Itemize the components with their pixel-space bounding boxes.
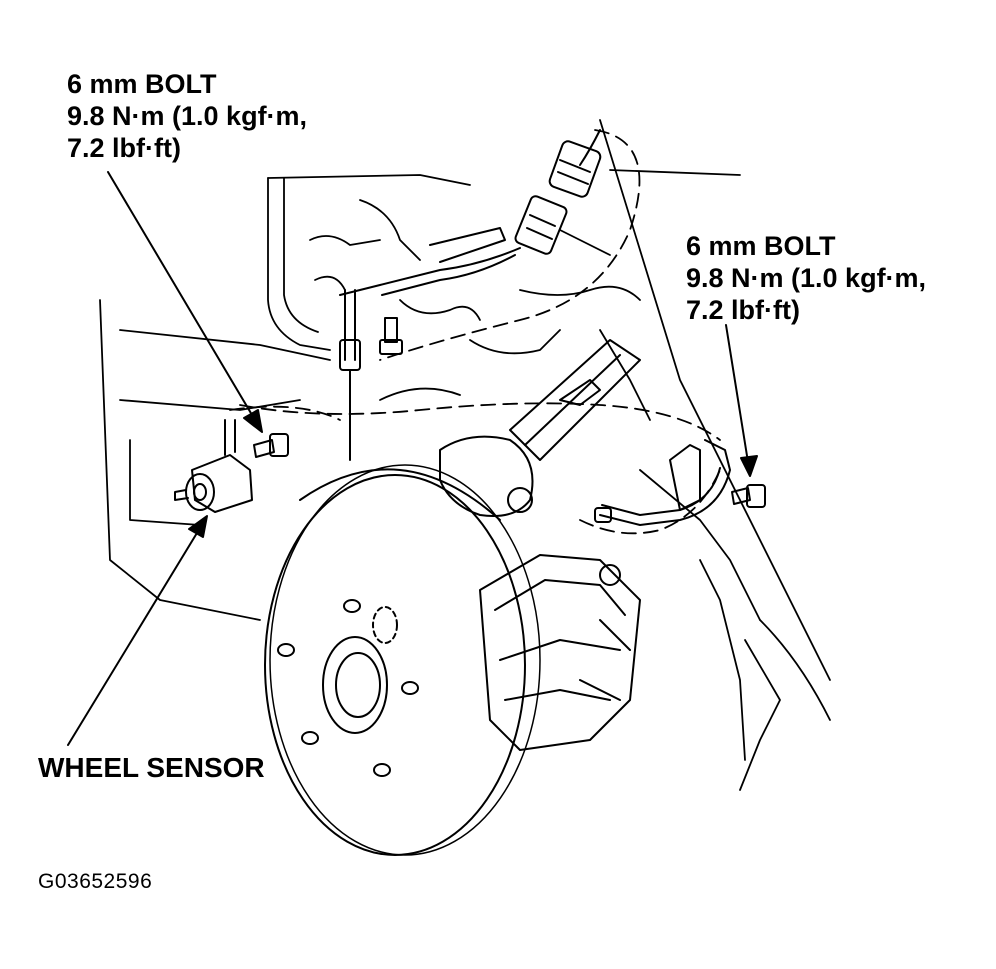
left-bolt-torque: 9.8 N·m (1.0 kgf·m, [67, 101, 308, 131]
brake-disc-icon [264, 464, 541, 856]
right-bolt-icon [731, 484, 766, 508]
right-bolt-torque: 9.8 N·m (1.0 kgf·m, [686, 263, 927, 293]
brake-caliper-icon [479, 554, 641, 751]
left-bolt-icon [253, 433, 289, 458]
leader-arrows [67, 171, 758, 746]
right-bolt-size: 6 mm BOLT [686, 231, 836, 261]
sensor-harness [339, 129, 602, 461]
harness-routing-dashed [229, 129, 721, 535]
right-bracket-icon [594, 439, 731, 526]
knuckle-icon [439, 435, 534, 517]
suspension-arm [509, 339, 641, 461]
wheel-sensor-icon [174, 419, 253, 513]
left-bolt-torque-imperial: 7.2 lbf·ft) [67, 133, 181, 163]
figure-id: G03652596 [38, 870, 153, 893]
wheel-sensor-label: WHEEL SENSOR [38, 752, 265, 783]
left-bolt-torque-callout: 6 mm BOLT 9.8 N·m (1.0 kgf·m, 7.2 lbf·ft… [67, 68, 307, 164]
chassis-outline [99, 119, 831, 791]
left-bolt-size: 6 mm BOLT [67, 69, 217, 99]
right-bolt-torque-callout: 6 mm BOLT 9.8 N·m (1.0 kgf·m, 7.2 lbf·ft… [686, 230, 926, 326]
right-bolt-torque-imperial: 7.2 lbf·ft) [686, 295, 800, 325]
bracket-bolt-icon [379, 317, 403, 355]
